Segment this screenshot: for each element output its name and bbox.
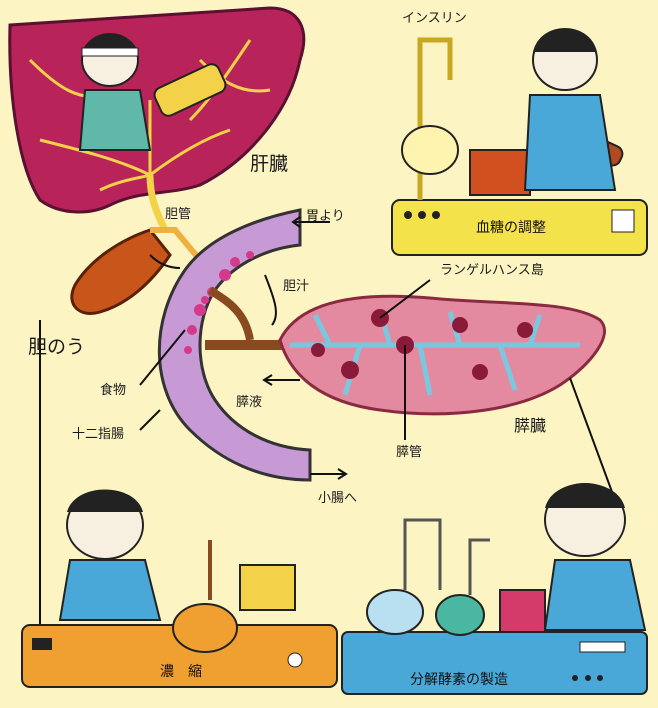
bile-label: 胆汁 [283, 280, 309, 293]
pancreatic-juice-label: 膵液 [236, 396, 262, 409]
duodenum-label: 十二指腸 [72, 428, 124, 441]
from-stomach-label: 胃より [306, 210, 345, 223]
pancreatic-duct-label: 膵管 [396, 446, 422, 459]
liver-illustration [10, 8, 304, 230]
insulin-label: インスリン [402, 12, 467, 25]
gallbladder-label: 胆のう [28, 338, 85, 357]
langerhans-label: ランゲルハンス島 [440, 264, 544, 277]
pancreas-illustration [280, 296, 604, 414]
food-label: 食物 [100, 384, 126, 397]
enzyme-machine [342, 483, 647, 694]
concentration-panel-label: 濃 縮 [160, 665, 202, 679]
pancreas-label: 膵臓 [514, 418, 546, 434]
bile-duct-label: 胆管 [165, 208, 191, 221]
blood-sugar-panel-label: 血糖の調整 [476, 221, 546, 235]
concentration-machine [22, 490, 337, 688]
enzyme-panel-label: 分解酵素の製造 [410, 673, 508, 687]
liver-label: 肝臓 [250, 155, 288, 174]
to-small-intestine-label: 小腸へ [318, 492, 357, 505]
